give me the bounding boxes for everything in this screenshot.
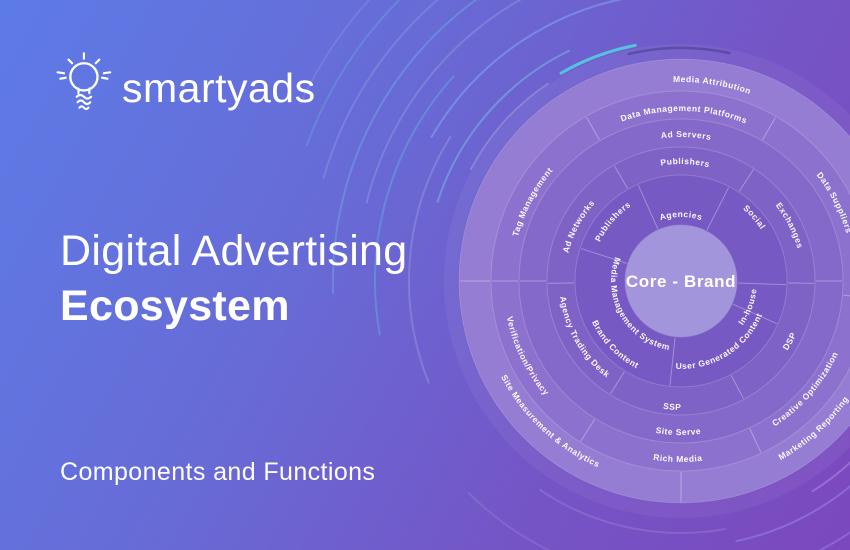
segment-divider [732, 303, 778, 325]
wheel-label: SSP [663, 401, 682, 412]
segment-divider [614, 165, 628, 189]
segment-divider [762, 117, 776, 141]
wheel-label: Site Serve [655, 425, 701, 437]
segment-divider [669, 337, 676, 386]
ring-boundary [458, 58, 850, 504]
subtitle: Components and Functions [60, 458, 376, 486]
core-label: Core - Brand [626, 272, 736, 291]
segment-divider [706, 187, 730, 231]
decorative-arc [436, 49, 570, 203]
wheel-label: Rich Media [653, 452, 703, 464]
wheel-halo [444, 44, 850, 518]
decorative-arc [332, 0, 478, 295]
wheel-label: Agencies [658, 209, 703, 222]
decorative-arc [430, 0, 623, 138]
segment-divider [637, 184, 659, 230]
segment-divider [586, 117, 600, 141]
decorative-arc [322, 0, 439, 180]
ring-boundary [490, 90, 850, 472]
decorative-arc [627, 46, 731, 56]
segment-divider [730, 375, 744, 399]
title-line2: Ecosystem [60, 282, 290, 331]
title-line1: Digital Advertising [60, 227, 408, 275]
segment-divider [749, 428, 762, 453]
brand-name: smartyads [122, 64, 316, 111]
segment-divider [738, 169, 754, 192]
ring-boundary [518, 118, 844, 444]
ring-boundary [546, 146, 816, 416]
segment-divider [580, 248, 627, 264]
decorative-arc [306, 0, 401, 146]
decorative-arc [467, 492, 551, 550]
brand-logo: smartyads [54, 48, 316, 122]
segment-divider [737, 282, 786, 286]
segment-divider [610, 371, 625, 395]
ring-boundary [574, 174, 788, 388]
segment-divider [580, 418, 596, 442]
decorative-arc [811, 461, 850, 493]
decorative-arc [469, 82, 549, 171]
core-circle [625, 225, 737, 337]
segment-divider [843, 294, 850, 297]
decorative-arc [299, 0, 371, 105]
decorative-arc [365, 0, 522, 204]
decorative-arc [539, 488, 726, 534]
decorative-arc [408, 135, 452, 384]
decorative-arc [559, 43, 637, 75]
page-title: Digital Advertising Ecosystem [60, 224, 407, 334]
decorative-arc [735, 485, 850, 543]
decorative-arc [374, 75, 455, 336]
lightbulb-icon [56, 52, 112, 111]
